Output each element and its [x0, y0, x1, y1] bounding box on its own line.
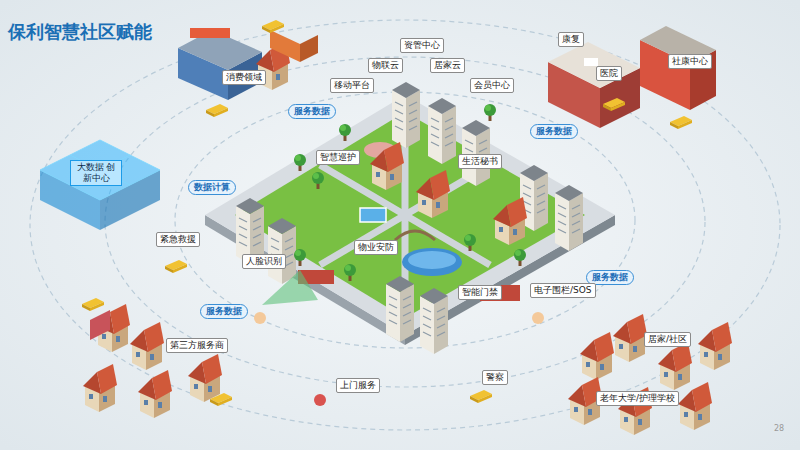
node-text: 移动平台: [334, 80, 370, 91]
label-box: 生活秘书: [458, 154, 502, 169]
label-box: 会员中心: [470, 78, 514, 93]
node-text: 服务数据: [206, 306, 242, 317]
label-box: 移动平台: [330, 78, 374, 93]
node-text: 第三方服务商: [170, 340, 224, 351]
label-box: 医院: [596, 66, 622, 81]
node-text: 物联云: [372, 60, 399, 71]
node-text: 电子围栏/SOS: [534, 285, 592, 296]
label-box: 物联云: [368, 58, 403, 73]
node-text: 会员中心: [474, 80, 510, 91]
data-tag: 服务数据: [530, 124, 578, 139]
node-text: 服务数据: [592, 272, 628, 283]
node-text: 智能门禁: [462, 287, 498, 298]
label-box: 电子围栏/SOS: [530, 283, 596, 298]
label-box: 智慧巡护: [316, 150, 360, 165]
node-text: 服务数据: [536, 126, 572, 137]
label-box: 消费领域: [222, 70, 266, 85]
data-tag: 服务数据: [288, 104, 336, 119]
label-box: 居家云: [430, 58, 465, 73]
node-text: 康复: [562, 34, 580, 45]
node-text: 数据计算: [194, 182, 230, 193]
label-box: 人脸识别: [242, 254, 286, 269]
data-tag: 服务数据: [200, 304, 248, 319]
node-text: 医院: [600, 68, 618, 79]
label-box: 物业安防: [354, 240, 398, 255]
node-text: 居家/社区: [648, 334, 687, 345]
node-text: 社康中心: [672, 56, 708, 67]
node-text: 消费领域: [226, 72, 262, 83]
node-text: 人脸识别: [246, 256, 282, 267]
node-text: 紧急救援: [160, 234, 196, 245]
page-number: 28: [774, 424, 784, 433]
data-tag: 数据计算: [188, 180, 236, 195]
label-box: 智能门禁: [458, 285, 502, 300]
node-text: 上门服务: [340, 380, 376, 391]
node-text: 居家云: [434, 60, 461, 71]
label-box: 康复: [558, 32, 584, 47]
page-title: 保利智慧社区赋能: [8, 20, 152, 44]
node-text: 警察: [486, 372, 504, 383]
label-box: 老年大学/护理学校: [596, 391, 679, 406]
node-text: 服务数据: [294, 106, 330, 117]
node-text: 老年大学/护理学校: [600, 393, 675, 404]
data-center-box: 大数据 创新中心: [70, 160, 122, 186]
label-box: 资管中心: [400, 38, 444, 53]
node-text: 资管中心: [404, 40, 440, 51]
label-box: 上门服务: [336, 378, 380, 393]
label-box: 第三方服务商: [166, 338, 228, 353]
label-box: 社康中心: [668, 54, 712, 69]
label-box: 居家/社区: [644, 332, 691, 347]
label-box: 紧急救援: [156, 232, 200, 247]
node-text: 智慧巡护: [320, 152, 356, 163]
node-text: 大数据 创新中心: [74, 162, 118, 184]
label-box: 警察: [482, 370, 508, 385]
node-text: 生活秘书: [462, 156, 498, 167]
node-text: 物业安防: [358, 242, 394, 253]
